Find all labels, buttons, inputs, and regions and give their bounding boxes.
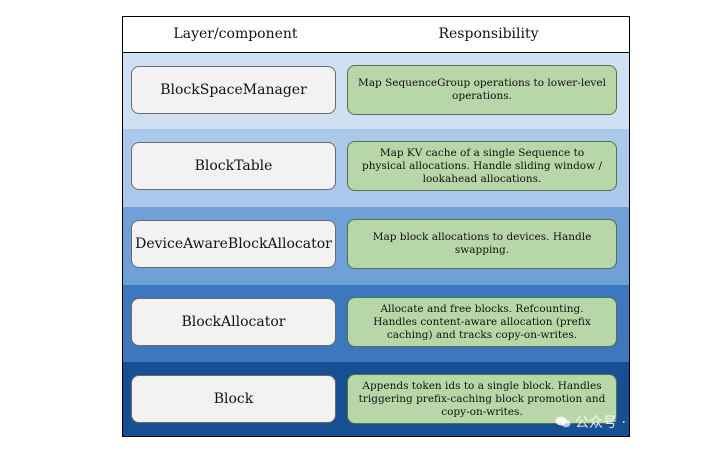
component-box: Block	[131, 375, 336, 423]
row-block-table: BlockTable Map KV cache of a single Sequ…	[123, 129, 629, 207]
wechat-icon	[555, 416, 571, 428]
layer-diagram: Layer/component Responsibility BlockSpac…	[122, 16, 630, 437]
row-block-allocator: BlockAllocator Allocate and free blocks.…	[123, 285, 629, 362]
watermark: 公众号 · InfraTech	[555, 412, 694, 432]
header-layer-component: Layer/component	[173, 26, 298, 42]
responsibility-box: Appends token ids to a single block. Han…	[347, 374, 617, 424]
component-box: BlockSpaceManager	[131, 66, 336, 114]
responsibility-box: Allocate and free blocks. Refcounting. H…	[347, 297, 617, 347]
row-block: Block Appends token ids to a single bloc…	[123, 362, 629, 436]
component-box: DeviceAwareBlockAllocator	[131, 220, 336, 268]
component-box: BlockTable	[131, 142, 336, 190]
responsibility-box: Map KV cache of a single Sequence to phy…	[347, 141, 617, 191]
component-box: BlockAllocator	[131, 298, 336, 346]
header-responsibility: Responsibility	[438, 26, 539, 42]
watermark-text: 公众号 · InfraTech	[575, 415, 694, 431]
responsibility-box: Map SequenceGroup operations to lower-le…	[347, 65, 617, 115]
table-header: Layer/component Responsibility	[123, 17, 629, 53]
responsibility-box: Map block allocations to devices. Handle…	[347, 219, 617, 269]
row-device-aware-block-allocator: DeviceAwareBlockAllocator Map block allo…	[123, 207, 629, 285]
row-block-space-manager: BlockSpaceManager Map SequenceGroup oper…	[123, 53, 629, 129]
